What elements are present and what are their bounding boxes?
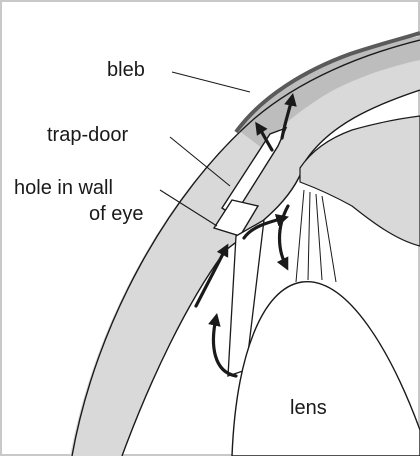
label-lens: lens: [290, 396, 327, 421]
label-hole-in-wall-line1: hole in wall: [14, 176, 113, 201]
label-bleb: bleb: [107, 58, 145, 83]
label-hole-in-wall-line2: of eye: [89, 202, 143, 227]
label-trap-door: trap-door: [47, 123, 128, 148]
